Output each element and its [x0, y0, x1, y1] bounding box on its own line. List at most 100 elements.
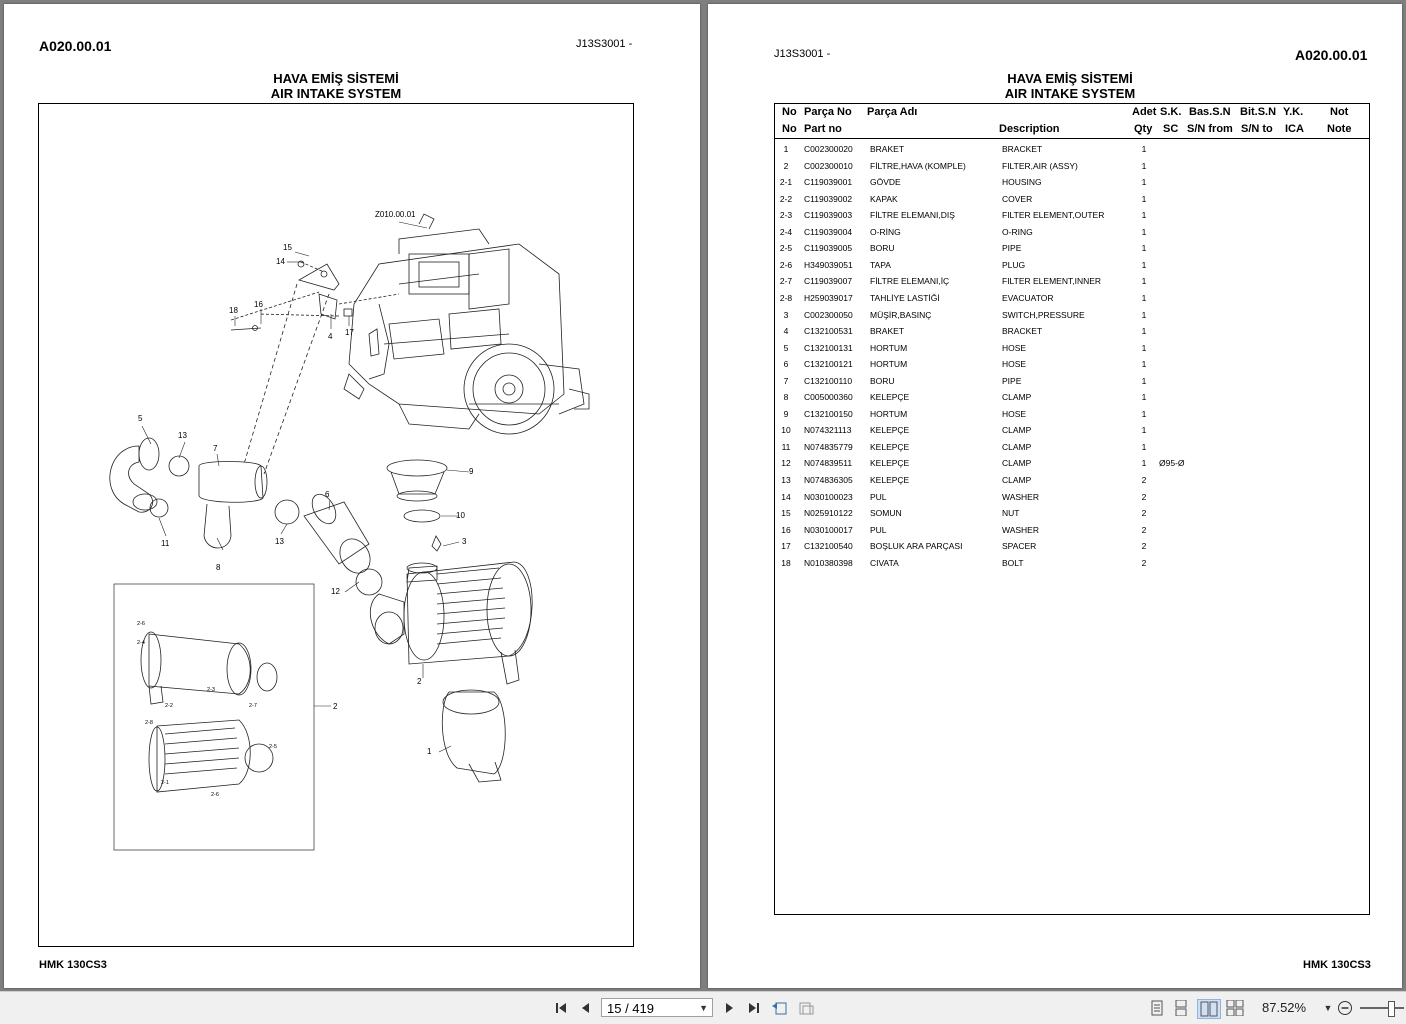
callout-12: 12	[331, 587, 340, 596]
row-name-tr: BRAKET	[870, 326, 905, 337]
header-note: Note	[1327, 123, 1352, 135]
last-page-icon[interactable]	[745, 999, 763, 1017]
callout-2-6b: 2-6	[211, 792, 219, 798]
continuous-facing-icon[interactable]	[1225, 999, 1245, 1017]
row-qty: 1	[1141, 210, 1147, 221]
row-qty: 1	[1141, 458, 1147, 469]
row-number: 17	[781, 541, 791, 552]
header-sc: SC	[1163, 123, 1179, 135]
row-qty: 1	[1141, 177, 1147, 188]
row-description: CLAMP	[1002, 425, 1032, 436]
engine-drawing	[343, 213, 590, 435]
row-number: 1	[783, 144, 789, 154]
row-description: HOUSING	[1002, 177, 1042, 188]
row-number: 18	[781, 557, 791, 568]
header-not: Not	[1330, 106, 1349, 118]
row-number: 2	[783, 160, 789, 171]
footer-model: HMK 130CS3	[1303, 959, 1371, 971]
zoom-out-icon[interactable]	[1336, 999, 1354, 1017]
inset-box	[113, 583, 315, 851]
single-page-icon[interactable]	[1148, 999, 1166, 1017]
zoom-slider-thumb[interactable]	[1388, 1001, 1395, 1017]
callout-2-5: 2-5	[269, 744, 277, 750]
row-description: HOSE	[1002, 408, 1027, 419]
header-bas: Bas.S.N	[1189, 106, 1231, 118]
first-page-icon[interactable]	[553, 999, 569, 1017]
row-part-number: C002300010	[804, 160, 853, 171]
row-part-number: C005000360	[804, 392, 853, 403]
header-bit: Bit.S.N	[1240, 106, 1277, 118]
row-name-tr: TAHLİYE LASTİĞİ	[870, 292, 940, 303]
exploded-diagram-frame: Z010.00.01 15 14 18 16 4 17 5 13 7 11 8 …	[38, 103, 634, 947]
parts-table-header: No Parça No Parça Adı Adet S.K. Bas.S.N …	[775, 104, 1369, 139]
facing-pages-icon[interactable]	[1197, 999, 1221, 1019]
row-qty: 1	[1141, 144, 1147, 154]
row-name-tr: BORU	[870, 243, 895, 254]
row-number: 10	[781, 425, 791, 436]
zoom-level[interactable]: 87.52%	[1262, 1000, 1307, 1015]
row-number: 5	[783, 342, 789, 353]
callout-2-4: 2-4	[137, 640, 145, 646]
row-name-tr: KELEPÇE	[870, 458, 910, 469]
row-part-number: N074835779	[804, 441, 853, 452]
document-viewport[interactable]: A020.00.01 J13S3001 - HAVA EMİŞ SİSTEMİ …	[0, 0, 1406, 991]
continuous-icon[interactable]	[1172, 999, 1190, 1017]
row-name-tr: BORU	[870, 375, 895, 386]
callout-15: 15	[283, 243, 292, 252]
row-number: 2-4	[779, 226, 793, 237]
row-number: 2-7	[779, 276, 793, 287]
row-name-tr: BRAKET	[870, 144, 905, 154]
row-qty: 1	[1141, 326, 1147, 337]
row-name-tr: MÜŞİR,BASINÇ	[870, 309, 932, 320]
header-no-en: No	[782, 123, 797, 135]
header-from: S/N from	[1187, 123, 1233, 135]
callout-13b: 13	[275, 537, 284, 546]
previous-view-icon[interactable]	[770, 999, 790, 1017]
next-view-icon[interactable]	[796, 999, 816, 1017]
air-filter-drawing	[370, 561, 533, 685]
row-part-number: C132100131	[804, 342, 853, 353]
row-qty: 1	[1141, 243, 1147, 254]
row-qty: 1	[1141, 441, 1147, 452]
row-description: COVER	[1002, 193, 1033, 204]
zoom-dropdown-icon[interactable]: ▼	[1323, 1003, 1333, 1013]
header-part-tr: Parça No	[804, 106, 852, 118]
row-description: BRACKET	[1002, 144, 1043, 154]
callout-10: 10	[456, 511, 465, 520]
row-description: CLAMP	[1002, 475, 1032, 485]
row-description: O-RING	[1002, 226, 1033, 237]
row-qty: 2	[1141, 475, 1147, 485]
callout-1: 1	[427, 747, 432, 756]
header-qty-tr: Adet	[1132, 106, 1157, 118]
zoom-slider[interactable]	[1360, 1007, 1404, 1009]
hose-9	[386, 459, 448, 552]
callout-4: 4	[328, 332, 333, 341]
row-description: PLUG	[1002, 259, 1026, 270]
callout-ref: Z010.00.01	[375, 210, 416, 219]
next-page-icon[interactable]	[721, 999, 737, 1017]
row-qty: 1	[1141, 309, 1147, 320]
row-name-tr: TAPA	[870, 259, 891, 270]
row-description: CLAMP	[1002, 392, 1032, 403]
page-number-input[interactable]: 15 / 419 ▼	[601, 998, 713, 1017]
row-part-number: C119039004	[804, 226, 853, 237]
callout-3: 3	[462, 537, 467, 546]
callout-7: 7	[213, 444, 218, 453]
row-part-number: C119039003	[804, 210, 853, 221]
callout-2-inset: 2	[333, 702, 338, 711]
previous-page-icon[interactable]	[578, 999, 594, 1017]
